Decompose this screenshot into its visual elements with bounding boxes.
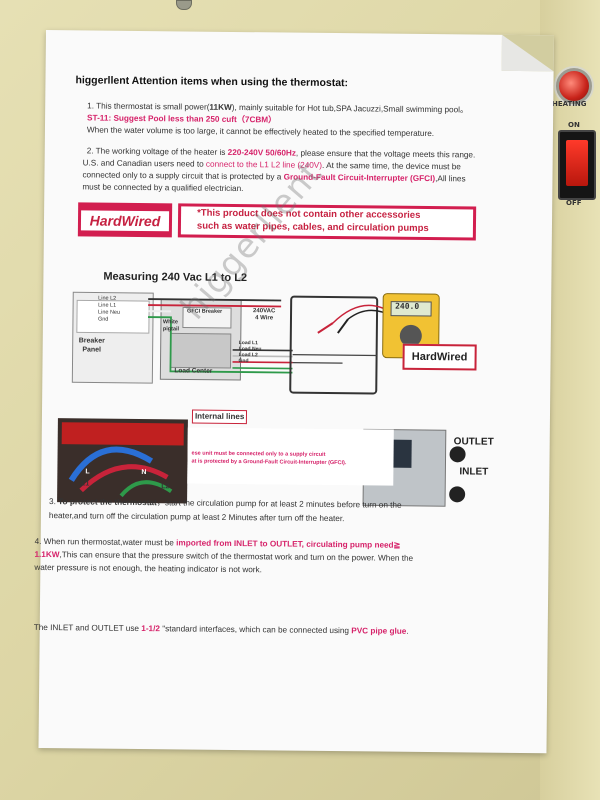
hardwired-badge: HardWired: [80, 210, 170, 232]
wire-l1-label: L1: [81, 480, 90, 488]
load-center-label: Load Center: [174, 367, 213, 375]
wire-spec-label: 240VAC 4 Wire: [253, 308, 276, 322]
outlet-port: [449, 446, 466, 463]
rocker: [566, 140, 588, 186]
wiring-diagram: [57, 291, 466, 507]
on-label: ON: [568, 121, 580, 129]
white-pigtail-label: White pigtail: [162, 319, 180, 333]
inlet-port: [449, 486, 466, 503]
accessory-notice: *This product does not contain other acc…: [180, 206, 474, 238]
heater-outline: [289, 295, 379, 395]
section4-line3: water pressure is not enough, the heatin…: [34, 562, 262, 575]
folded-corner: [501, 34, 554, 72]
panel-wire-labels: Line L2 Line L1 Line Neu Gnd: [97, 295, 121, 323]
hardwired-banner: HardWired: [77, 202, 173, 238]
gfci-note-line-2: at is protected by a Ground-Fault Circui…: [191, 458, 347, 467]
meter-reading: 240.0: [395, 301, 420, 311]
power-rocker-switch[interactable]: [558, 130, 596, 200]
off-label: OFF: [566, 199, 582, 207]
outlet-label: OUTLET: [453, 436, 494, 448]
accessory-notice-banner: *This product does not contain other acc…: [177, 203, 477, 241]
load-gnd-label: Gnd: [238, 358, 249, 365]
wire-l2-label: L2: [161, 483, 170, 491]
sheet-title: higgerllent Attention items when using t…: [75, 74, 349, 90]
footer-note: The INLET and OUTLET use 1-1/2 "standard…: [33, 622, 409, 636]
heating-indicator-light: [556, 68, 592, 104]
heating-label: HEATING: [552, 100, 587, 108]
wire-l-label: L: [85, 468, 90, 476]
instruction-sheet: higgerllent Attention items when using t…: [34, 30, 554, 754]
internal-lines-label: Internal lines: [191, 409, 248, 425]
gfci-note-area: [187, 427, 394, 486]
section2-line4: must be connected by a qualified electri…: [82, 182, 244, 194]
hardwired-label-box: HardWired: [402, 343, 477, 371]
wire-n-label: N: [141, 469, 147, 477]
inlet-label: INLET: [459, 466, 489, 478]
breaker-panel-label: Breaker Panel: [78, 337, 105, 354]
screw: [176, 0, 192, 10]
section1-line3: When the water volume is too large, it c…: [86, 125, 435, 139]
